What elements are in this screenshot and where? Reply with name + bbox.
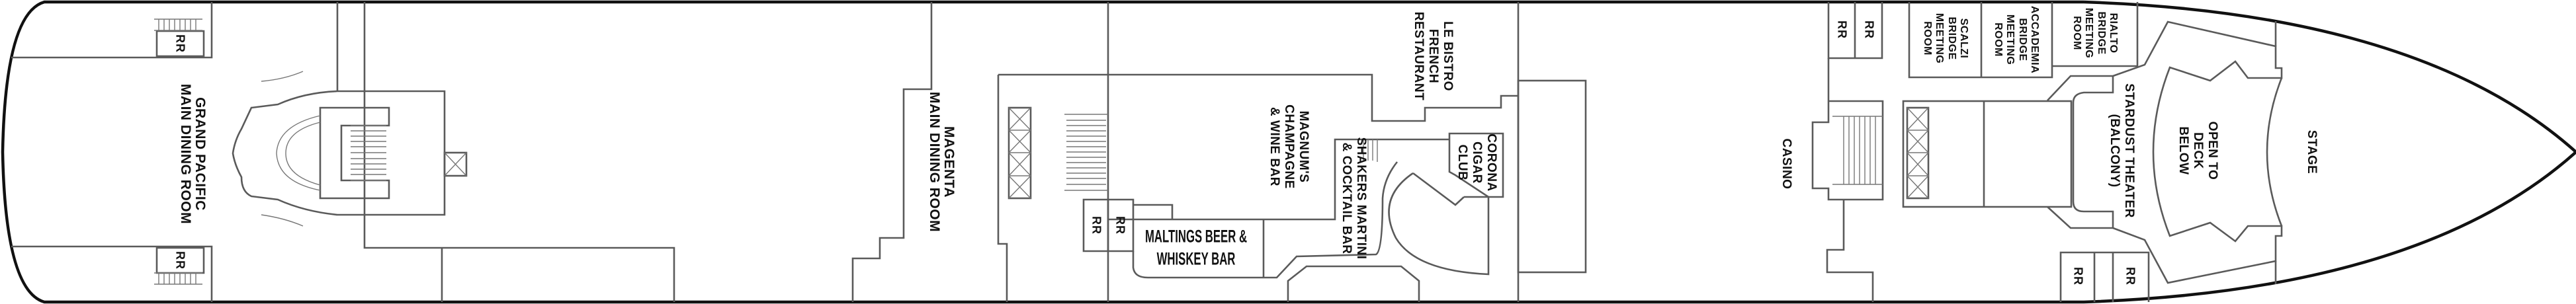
restroom-label: RR xyxy=(1113,216,1127,235)
restroom-label: RR xyxy=(1862,20,1876,39)
grand-pacific-dining-room-label: GRAND PACIFIC MAIN DINING ROOM xyxy=(178,83,208,225)
restroom-label: RR xyxy=(1090,216,1103,235)
restroom-label: RR xyxy=(173,251,187,270)
magnums-bar-label: MAGNUM'S CHAMPAGNE & WINE BAR xyxy=(1267,104,1310,189)
shakers-bar-label: SHAKERS MARTINI & COCKTAIL BAR xyxy=(1340,137,1368,260)
scalzi-meeting-room-label: SCALZI BRIDGE MEETING ROOM xyxy=(1921,13,1969,64)
rialto-meeting-room-label: RIALTO BRIDGE MEETING ROOM xyxy=(2071,7,2119,59)
restroom-label: RR xyxy=(2071,267,2085,285)
restroom-label: RR xyxy=(173,34,187,53)
magenta-dining-room-label: MAGENTA MAIN DINING ROOM xyxy=(927,91,957,233)
restroom-label: RR xyxy=(2124,267,2137,285)
open-to-deck-below-label: OPEN TO DECK BELOW xyxy=(2176,121,2219,180)
corona-cigar-club-label: CORONA CIGAR CLUB xyxy=(1455,133,1498,192)
aft-walls xyxy=(11,2,675,302)
casino-label: CASINO xyxy=(1779,138,1793,190)
mid-walls xyxy=(851,2,1587,302)
restroom-label: RR xyxy=(1835,20,1849,39)
accademia-meeting-room-label: ACCADEMIA BRIDGE MEETING ROOM xyxy=(1992,5,2040,74)
forward-walls xyxy=(1811,2,2283,302)
stardust-theater-label: STARDUST THEATER (BALCONY) xyxy=(2108,83,2136,218)
le-bistro-label: LE BISTRO FRENCH RESTAURANT xyxy=(1412,11,1455,101)
stairs xyxy=(154,19,386,285)
maltings-bar-label: MALTINGS BEER & WHISKEY BAR xyxy=(1144,226,1248,268)
stage-label: STAGE xyxy=(2304,130,2319,174)
